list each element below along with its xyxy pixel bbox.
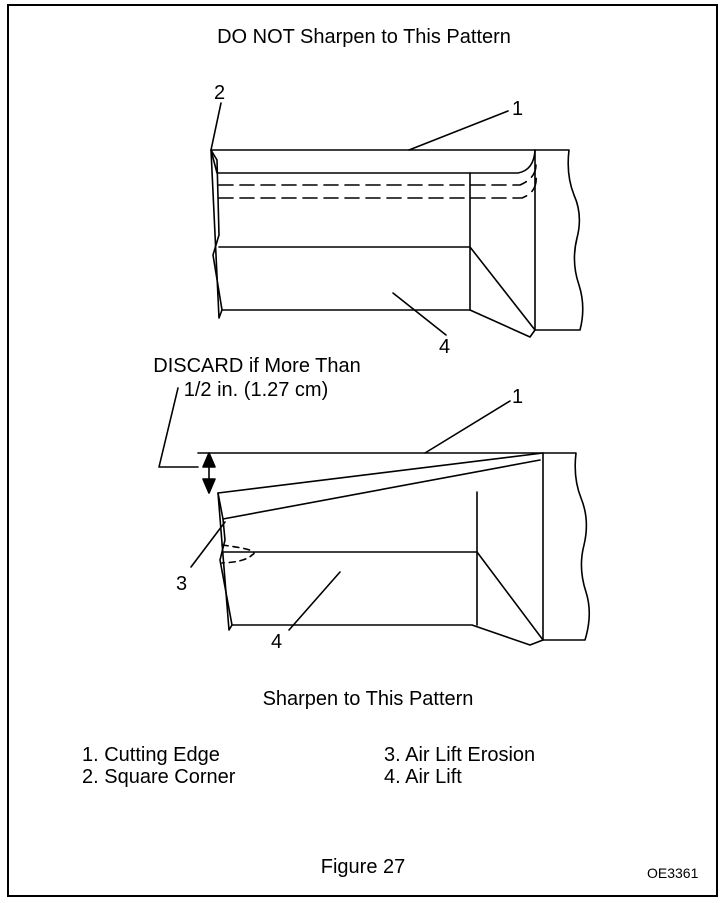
- top-title: DO NOT Sharpen to This Pattern: [217, 26, 511, 48]
- top-leader-2: [211, 103, 221, 150]
- top-blade-inner-edge: [211, 150, 222, 310]
- bottom-bevel-line: [223, 460, 540, 519]
- bottom-leader-3: [191, 522, 225, 567]
- callout-top-1: 1: [512, 98, 524, 120]
- callout-bottom-1: 1: [512, 386, 524, 408]
- callout-bottom-4: 4: [271, 631, 283, 653]
- top-cutting-edge: [211, 150, 535, 173]
- bottom-blade-body: [218, 453, 543, 645]
- legend-item-3: 3. Air Lift Erosion: [384, 744, 536, 766]
- discard-note-line1: DISCARD if More Than: [153, 355, 361, 377]
- dimension-arrow-up: [203, 453, 215, 467]
- bottom-title: Sharpen to This Pattern: [262, 688, 474, 710]
- callout-top-4: 4: [439, 336, 451, 358]
- callout-top-2: 2: [214, 82, 226, 104]
- bottom-leader-1: [425, 401, 510, 453]
- callout-bottom-3: 3: [176, 573, 188, 595]
- legend-item-1: 1. Cutting Edge: [82, 744, 220, 766]
- bottom-erosion-arc: [222, 545, 254, 563]
- legend-item-2: 2. Square Corner: [82, 766, 236, 788]
- top-hidden-line-2: [219, 175, 536, 198]
- bottom-blade-inner-edge: [218, 493, 232, 625]
- legend-item-4: 4. Air Lift: [384, 766, 462, 788]
- dimension-arrow-down: [203, 479, 215, 493]
- bottom-leader-4: [289, 572, 340, 630]
- bottom-blade: [159, 388, 589, 645]
- figure-caption: Figure 27: [320, 856, 406, 878]
- top-blade-body: [211, 150, 535, 337]
- bottom-mount-plate: [543, 453, 589, 640]
- figure-code: OE3361: [647, 865, 699, 881]
- top-air-lift-diagonal: [470, 247, 535, 330]
- top-leader-1: [409, 111, 508, 150]
- top-blade: [211, 103, 583, 337]
- figure-frame: [7, 4, 718, 897]
- discard-note-line2: 1/2 in. (1.27 cm): [183, 379, 329, 401]
- top-hidden-line-1: [219, 165, 536, 185]
- top-leader-4: [393, 293, 446, 335]
- bottom-air-lift-diagonal: [477, 552, 543, 640]
- discard-leader: [159, 388, 198, 467]
- top-mount-plate: [535, 150, 583, 330]
